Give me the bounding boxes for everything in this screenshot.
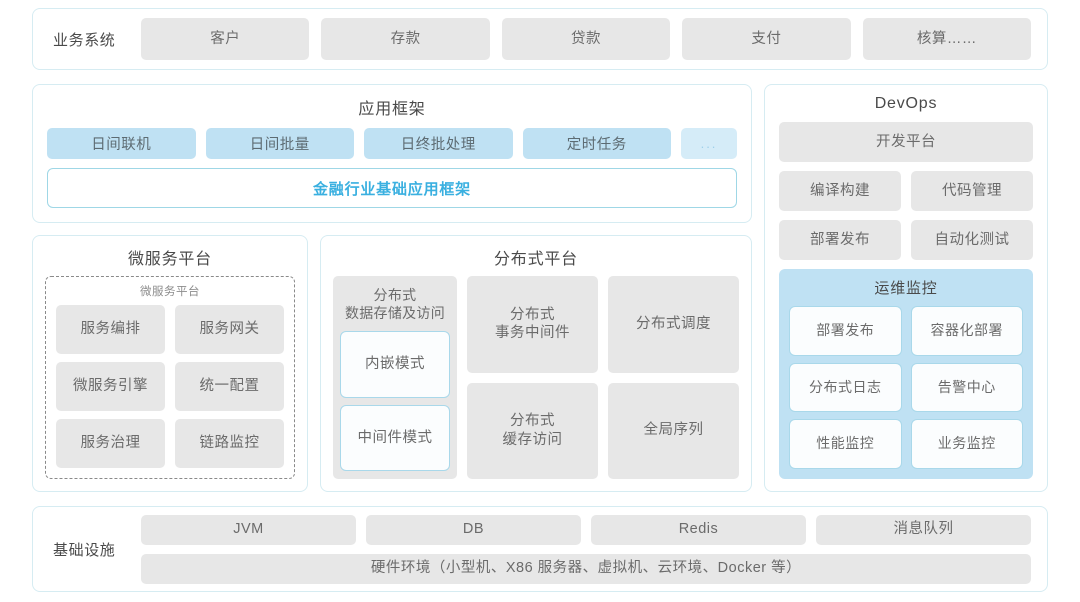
appframe-chip-daytime-batch[interactable]: 日间批量: [205, 128, 354, 159]
microservice-platform-panel: 微服务平台 微服务平台 服务编排 服务网关 微服务引擎 统一配置 服务治理 链路…: [32, 235, 308, 492]
distributed-platform-title: 分布式平台: [493, 251, 578, 268]
business-chip-accounting[interactable]: 核算……: [862, 18, 1032, 60]
microservice-item-orchestration[interactable]: 服务编排: [56, 305, 165, 354]
ops-chip-performance-monitor[interactable]: 性能监控: [789, 419, 902, 469]
ops-chip-business-monitor[interactable]: 业务监控: [910, 419, 1023, 469]
microservice-item-governance[interactable]: 服务治理: [56, 419, 165, 468]
appframe-chip-eod-batch[interactable]: 日终批处理: [364, 128, 513, 159]
ops-monitoring-title: 运维监控: [874, 280, 938, 297]
devops-chip-deploy-release[interactable]: 部署发布: [779, 220, 901, 260]
distributed-card-cache-access[interactable]: 分布式 缓存访问: [467, 382, 598, 479]
distributed-storage-title-line2: 数据存储及访问: [344, 305, 446, 322]
ops-chip-containerized-deploy[interactable]: 容器化部署: [910, 306, 1023, 356]
infra-chip-db[interactable]: DB: [366, 514, 581, 545]
distributed-card-cache-access-line1: 分布式: [510, 413, 555, 430]
distributed-body: 分布式 数据存储及访问 内嵌模式 中间件模式 分布式 事务中间件: [333, 276, 739, 479]
distributed-card-transaction-middleware-line2: 事务中间件: [495, 325, 570, 342]
distributed-card-scheduling[interactable]: 分布式调度: [608, 276, 739, 373]
infrastructure-label: 基础设施: [53, 541, 116, 559]
devops-chip-dev-platform[interactable]: 开发平台: [779, 122, 1033, 162]
business-systems-chip-list: 客户 存款 贷款 支付 核算……: [141, 18, 1032, 60]
distributed-storage-mode-embedded[interactable]: 内嵌模式: [340, 331, 450, 398]
distributed-card-transaction-middleware[interactable]: 分布式 事务中间件: [467, 276, 598, 373]
devops-panel: DevOps 开发平台 编译构建 代码管理 部署发布 自动化测试 运维监控 部署…: [764, 84, 1048, 492]
application-framework-chip-row: 日间联机 日间批量 日终批处理 定时任务 ...: [47, 128, 737, 159]
appframe-chip-scheduled-task[interactable]: 定时任务: [522, 128, 671, 159]
business-chip-loan[interactable]: 贷款: [501, 18, 671, 60]
infrastructure-chip-row: JVM DB Redis 消息队列: [141, 514, 1031, 545]
middle-area: 应用框架 日间联机 日间批量 日终批处理 定时任务 ... 金融行业基础应用框架…: [32, 84, 1048, 492]
appframe-chip-more[interactable]: ...: [681, 128, 737, 159]
distributed-card-global-sequence-line1: 全局序列: [643, 422, 704, 439]
microservice-item-grid: 服务编排 服务网关 微服务引擎 统一配置 服务治理 链路监控: [56, 305, 284, 468]
distributed-storage-title: 分布式 数据存储及访问: [340, 284, 450, 324]
infra-chip-redis[interactable]: Redis: [591, 514, 806, 545]
distributed-card-grid: 分布式 事务中间件 分布式调度 分布: [467, 276, 739, 479]
ops-chip-deploy-release[interactable]: 部署发布: [789, 306, 902, 356]
microservice-item-unified-config[interactable]: 统一配置: [175, 362, 284, 411]
platforms-row: 微服务平台 微服务平台 服务编排 服务网关 微服务引擎 统一配置 服务治理 链路…: [32, 235, 752, 492]
appframe-chip-daytime-online[interactable]: 日间联机: [47, 128, 196, 159]
ops-monitoring-panel: 运维监控 部署发布 容器化部署 分布式日志 告警中心 性能监控 业务监控: [779, 269, 1033, 479]
business-chip-payment[interactable]: 支付: [682, 18, 851, 60]
ops-monitoring-grid: 部署发布 容器化部署 分布式日志 告警中心 性能监控 业务监控: [789, 306, 1023, 469]
distributed-card-scheduling-line1: 分布式调度: [636, 315, 711, 332]
devops-row-2: 部署发布 自动化测试: [779, 220, 1033, 260]
business-systems-panel: 业务系统 客户 存款 贷款 支付 核算……: [32, 8, 1048, 70]
devops-chip-compile-build[interactable]: 编译构建: [779, 171, 901, 211]
microservice-inner-label: 微服务平台: [140, 286, 200, 298]
devops-chip-code-management[interactable]: 代码管理: [911, 171, 1033, 211]
distributed-card-cache-access-line2: 缓存访问: [502, 431, 563, 448]
devops-row-1: 编译构建 代码管理: [779, 171, 1033, 211]
distributed-card-transaction-middleware-line1: 分布式: [510, 306, 555, 323]
application-framework-title: 应用框架: [358, 101, 426, 118]
business-chip-customer[interactable]: 客户: [141, 18, 310, 60]
microservice-item-trace-monitor[interactable]: 链路监控: [175, 419, 284, 468]
infra-chip-jvm[interactable]: JVM: [141, 514, 356, 545]
infrastructure-stack: JVM DB Redis 消息队列 硬件环境（小型机、X86 服务器、虚拟机、云…: [141, 514, 1031, 584]
ops-chip-distributed-log[interactable]: 分布式日志: [789, 362, 902, 413]
business-chip-deposit[interactable]: 存款: [321, 18, 490, 60]
business-systems-label: 业务系统: [53, 31, 116, 49]
distributed-platform-panel: 分布式平台 分布式 数据存储及访问 内嵌模式 中间件模式: [320, 235, 752, 492]
distributed-storage-title-line1: 分布式: [373, 287, 417, 303]
infrastructure-panel: 基础设施 JVM DB Redis 消息队列 硬件环境（小型机、X86 服务器、…: [32, 506, 1048, 592]
ops-chip-alert-center[interactable]: 告警中心: [910, 362, 1023, 413]
microservice-item-gateway[interactable]: 服务网关: [175, 305, 284, 354]
devops-chip-automated-test[interactable]: 自动化测试: [911, 220, 1033, 260]
infra-chip-message-queue[interactable]: 消息队列: [816, 514, 1031, 545]
financial-base-framework-band: 金融行业基础应用框架: [47, 168, 737, 208]
distributed-storage-mode-middleware[interactable]: 中间件模式: [340, 404, 450, 471]
distributed-card-global-sequence[interactable]: 全局序列: [608, 382, 739, 479]
microservice-inner-box: 微服务平台 服务编排 服务网关 微服务引擎 统一配置 服务治理 链路监控: [45, 276, 295, 479]
application-framework-panel: 应用框架 日间联机 日间批量 日终批处理 定时任务 ... 金融行业基础应用框架: [32, 84, 752, 223]
devops-title: DevOps: [874, 95, 938, 112]
microservice-platform-title: 微服务平台: [127, 251, 212, 268]
infra-chip-hardware-environment[interactable]: 硬件环境（小型机、X86 服务器、虚拟机、云环境、Docker 等）: [141, 553, 1031, 584]
microservice-item-engine[interactable]: 微服务引擎: [56, 362, 165, 411]
middle-left-column: 应用框架 日间联机 日间批量 日终批处理 定时任务 ... 金融行业基础应用框架…: [32, 84, 752, 492]
distributed-storage-card[interactable]: 分布式 数据存储及访问 内嵌模式 中间件模式: [333, 276, 457, 479]
